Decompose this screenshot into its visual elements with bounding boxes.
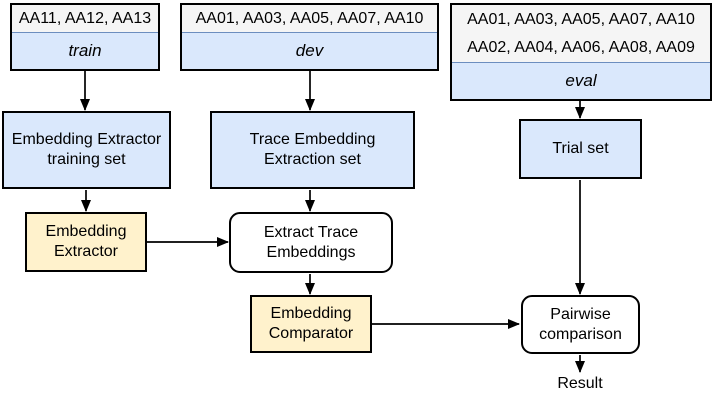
- dataset-dev-members: AA01, AA03, AA05, AA07, AA10: [182, 5, 437, 33]
- node-embedding-extractor: Embedding Extractor: [25, 212, 147, 272]
- node-trial-set: Trial set: [519, 119, 642, 179]
- node-embedding-extractor-training-set: Embedding Extractor training set: [2, 111, 171, 189]
- dataset-eval-box: AA01, AA03, AA05, AA07, AA10 AA02, AA04,…: [450, 3, 712, 101]
- node-pairwise-comparison: Pairwise comparison: [521, 295, 640, 354]
- dataset-members-line: AA11, AA12, AA13: [18, 9, 152, 27]
- result-label: Result: [557, 375, 603, 392]
- dataset-members-line: AA01, AA03, AA05, AA07, AA10: [195, 9, 424, 27]
- node-extract-trace-embeddings: Extract Trace Embeddings: [229, 212, 393, 273]
- dataset-members-line: AA02, AA04, AA06, AA08, AA09: [467, 38, 695, 56]
- dataset-train-members: AA11, AA12, AA13: [12, 5, 158, 33]
- dataset-train-box: AA11, AA12, AA13 train: [10, 3, 160, 71]
- dataset-eval-members: AA01, AA03, AA05, AA07, AA10 AA02, AA04,…: [452, 5, 710, 63]
- node-embedding-comparator: Embedding Comparator: [250, 295, 372, 353]
- dataset-train-split-label: train: [12, 33, 158, 69]
- dataset-dev-box: AA01, AA03, AA05, AA07, AA10 dev: [180, 3, 439, 71]
- dataset-members-line: AA01, AA03, AA05, AA07, AA10: [467, 10, 695, 28]
- dataset-dev-split-label: dev: [182, 33, 437, 69]
- dataset-eval-split-label: eval: [452, 63, 710, 99]
- node-trace-embedding-extraction-set: Trace Embedding Extraction set: [210, 111, 415, 189]
